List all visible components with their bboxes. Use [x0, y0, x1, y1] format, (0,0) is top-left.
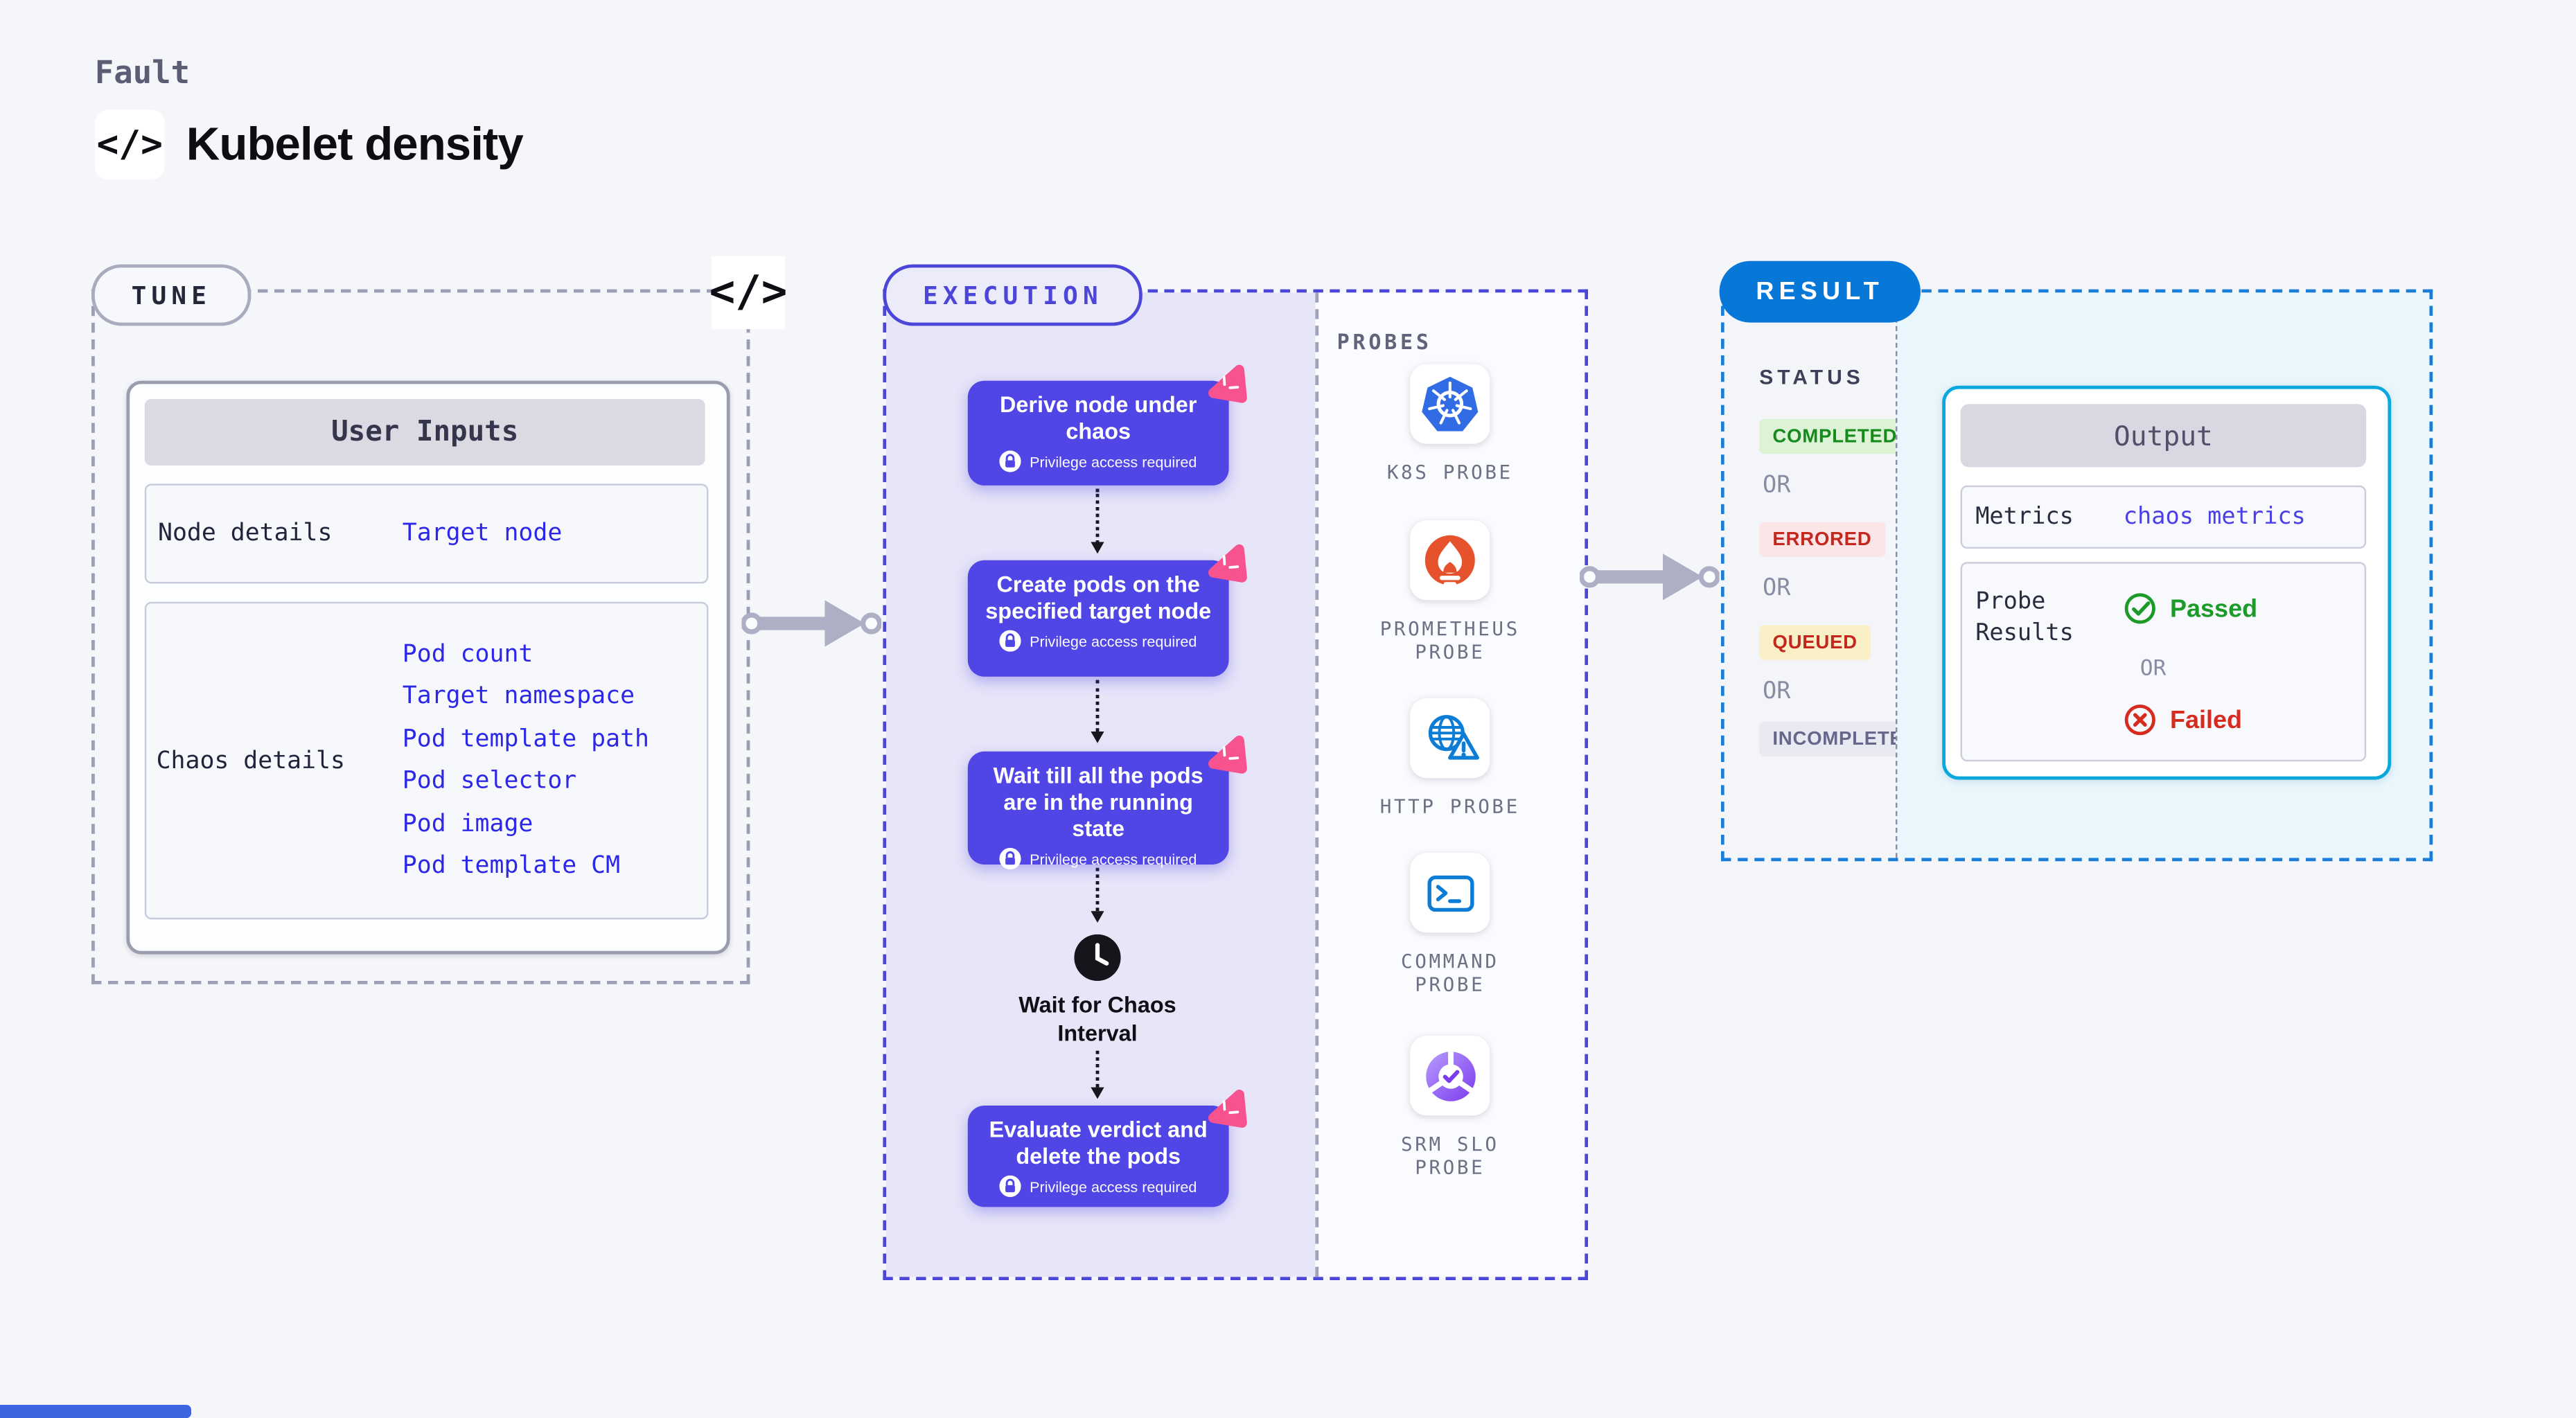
probe-label: PROMETHEUS PROBE [1379, 617, 1520, 664]
privilege-note: Privilege access required [968, 450, 1229, 482]
privilege-note: Privilege access required [968, 630, 1229, 662]
probe-command[interactable] [1410, 853, 1490, 933]
probe-label: HTTP PROBE [1379, 795, 1520, 818]
flow-connector [1091, 488, 1104, 554]
privilege-note: Privilege access required [968, 848, 1229, 880]
probe-label: K8S PROBE [1386, 460, 1513, 484]
input-link[interactable]: Pod selector [402, 768, 577, 795]
fault-eyebrow: Fault [94, 55, 191, 91]
input-link[interactable]: Pod template path [402, 726, 649, 753]
check-circle-icon [2124, 593, 2155, 624]
input-link[interactable]: Target namespace [402, 684, 635, 711]
chaos-pink-logo-icon [1208, 735, 1247, 774]
step-title: Wait till all the pods are in the runnin… [993, 763, 1203, 842]
step-title: Derive node under chaos [999, 392, 1197, 444]
privilege-note: Privilege access required [968, 1175, 1229, 1207]
code-glyph: </> [709, 267, 788, 318]
x-circle-icon [2124, 704, 2155, 736]
probe-http[interactable] [1410, 698, 1490, 779]
flow-connector [1091, 680, 1104, 743]
table-row-node-details: Node details Target node [144, 484, 709, 584]
probe-results-label: Probe Results [1975, 588, 2074, 647]
kubernetes-icon [1422, 376, 1479, 432]
status-badge-errored: ERRORED [1759, 522, 1885, 558]
flow-arrow [1580, 553, 1720, 601]
chaos-pink-logo-icon [1208, 1090, 1247, 1128]
input-link[interactable]: Pod image [402, 810, 533, 837]
row-label: Chaos details [156, 747, 346, 774]
verdict-failed: Failed [2124, 703, 2242, 736]
page-title: Kubelet density [186, 118, 524, 170]
execution-section: EXECUTION Derive node under chaos Privil… [883, 264, 1588, 1281]
execution-badge: EXECUTION [883, 264, 1143, 326]
result-section: STATUS COMPLETED OR ERRORED OR QUEUED OR… [1719, 260, 2433, 862]
code-icon: </> [94, 109, 165, 180]
user-inputs-card: User Inputs Node details Target node Cha… [126, 380, 730, 955]
output-header: Output [1960, 404, 2367, 468]
wait-interval-label: Wait for Chaos Interval [1018, 992, 1176, 1046]
passed-label: Passed [2170, 594, 2258, 623]
table-row-chaos-details: Chaos details Pod count Target namespace… [144, 601, 709, 920]
flow-connector [1091, 1050, 1104, 1099]
tune-badge: TUNE [91, 264, 252, 326]
slo-pie-check-icon [1425, 1051, 1475, 1101]
lock-icon [999, 1175, 1022, 1198]
chaos-metrics-link[interactable]: chaos metrics [2123, 504, 2306, 531]
step-derive-node: Derive node under chaos Privilege access… [967, 364, 1247, 486]
status-badge-queued: QUEUED [1759, 625, 1871, 660]
probe-k8s[interactable] [1410, 364, 1490, 444]
result-badge: RESULT [1719, 260, 1921, 323]
step-evaluate-verdict: Evaluate verdict and delete the pods Pri… [967, 1090, 1247, 1207]
chaos-input-list: Pod count Target namespace Pod template … [403, 621, 649, 900]
probes-content: PROBES K8S PROBE [1315, 292, 1585, 1277]
code-glyph: </> [96, 123, 163, 166]
step-title: Evaluate verdict and delete the pods [989, 1117, 1208, 1169]
metrics-row: Metrics chaos metrics [1960, 485, 2367, 549]
or-separator: OR [1763, 678, 1791, 705]
row-label: Node details [158, 520, 333, 547]
clock-icon [1074, 934, 1121, 981]
http-globe-warning-icon [1427, 714, 1479, 759]
failed-label: Failed [2170, 705, 2243, 734]
flow-arrow [741, 600, 881, 647]
probes-heading: PROBES [1336, 329, 1432, 355]
probe-label: SRM SLO PROBE [1401, 1132, 1499, 1179]
input-link[interactable]: Target node [402, 520, 563, 547]
privilege-note-text: Privilege access required [1030, 850, 1197, 867]
status-column: STATUS COMPLETED OR ERRORED OR QUEUED OR… [1724, 292, 1931, 858]
input-link[interactable]: Pod template CM [402, 853, 621, 880]
user-inputs-header: User Inputs [144, 399, 705, 466]
privilege-note-text: Privilege access required [1030, 632, 1197, 650]
tune-section: TUNE </> User Inputs Node details Target… [91, 256, 787, 984]
privilege-note-text: Privilege access required [1030, 453, 1197, 470]
metrics-label: Metrics [1975, 504, 2074, 531]
lock-icon [999, 630, 1022, 652]
step-title: Create pods on the specified target node [985, 571, 1212, 624]
verdict-passed: Passed [2124, 592, 2257, 625]
or-separator: OR [2140, 657, 2167, 682]
status-badge-completed: COMPLETED [1759, 418, 1911, 454]
probe-label: COMMAND PROBE [1401, 949, 1499, 996]
chaos-pink-logo-icon [1208, 544, 1247, 583]
probe-prometheus[interactable] [1410, 520, 1490, 601]
chaos-pink-logo-icon [1208, 364, 1247, 403]
input-link[interactable]: Pod count [402, 641, 533, 668]
or-separator: OR [1763, 575, 1791, 602]
step-create-pods: Create pods on the specified target node… [967, 544, 1247, 677]
code-icon: </> [709, 256, 788, 330]
terminal-icon [1427, 874, 1474, 911]
lock-icon [999, 450, 1022, 472]
lock-icon [999, 848, 1022, 870]
probe-srm-slo[interactable] [1410, 1036, 1490, 1116]
status-heading: STATUS [1759, 366, 1864, 389]
privilege-note-text: Privilege access required [1030, 1178, 1197, 1195]
flow-connector [1091, 867, 1104, 923]
probe-results-row: Probe Results Passed OR Failed [1960, 562, 2367, 762]
output-card: Output Metrics chaos metrics Probe Resul… [1942, 385, 2392, 780]
prometheus-icon [1424, 535, 1475, 586]
bottom-accent-bar [0, 1405, 191, 1418]
or-separator: OR [1763, 472, 1791, 499]
step-wait-pods-running: Wait till all the pods are in the runnin… [967, 735, 1247, 870]
